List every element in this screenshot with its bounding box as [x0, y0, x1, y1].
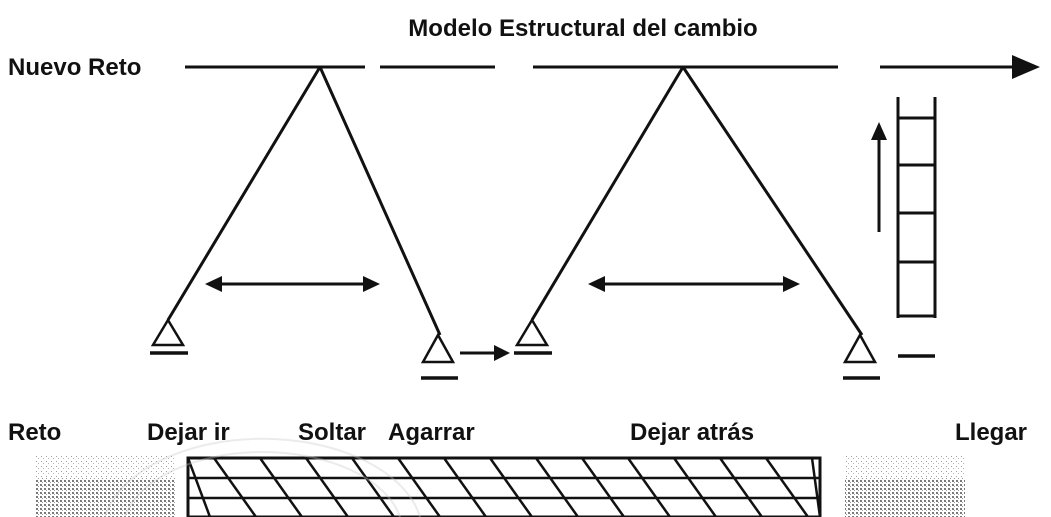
bridge-hatch-line	[258, 457, 304, 517]
bridge-hatch-line	[810, 457, 822, 517]
bridge-hatch-line	[580, 457, 626, 517]
upward-arrow	[871, 122, 887, 232]
support-2	[420, 332, 458, 380]
start-ground	[35, 478, 175, 517]
first-double-arrow	[205, 276, 380, 292]
end-ground	[845, 478, 965, 517]
end-ground-light	[845, 455, 965, 478]
bridge-hatch-line	[718, 457, 764, 517]
bridge	[186, 456, 822, 517]
watermark-seal	[104, 437, 421, 517]
stage-label-dejar-atras: Dejar atrás	[630, 419, 754, 446]
bridge-hatch-line	[350, 457, 396, 517]
bridge-hatch-line	[442, 457, 488, 517]
stage-label-agarrar: Agarrar	[388, 419, 475, 446]
ladder	[896, 97, 937, 358]
support-3	[514, 317, 552, 355]
stage-label-llegar: Llegar	[955, 419, 1027, 446]
second-double-arrow	[588, 276, 800, 292]
bridge-hatch-line	[186, 457, 212, 517]
bridge-hatch-line	[672, 457, 718, 517]
top-right-arrowhead	[1012, 55, 1040, 79]
bridge-hatch-line	[396, 457, 442, 517]
new-challenge-label: Nuevo Reto	[8, 54, 141, 81]
bridge-hatch-line	[304, 457, 350, 517]
bridge-hatch-line	[212, 457, 258, 517]
bridge-hatching	[186, 457, 822, 517]
bridge-hatch-line	[488, 457, 534, 517]
diagram-title: Modelo Estructural del cambio	[408, 15, 757, 42]
bridge-hatch-line	[764, 457, 810, 517]
bridge-hatch-line	[534, 457, 580, 517]
first-a-frame	[166, 66, 442, 336]
transition-arrow	[460, 345, 510, 361]
stage-label-soltar: Soltar	[298, 419, 366, 446]
stage-label-dejar-ir: Dejar ir	[147, 419, 230, 446]
second-a-frame	[530, 66, 864, 336]
bridge-hatch-line	[626, 457, 672, 517]
stage-label-reto: Reto	[8, 419, 61, 446]
support-4	[842, 332, 880, 380]
start-ground-light	[35, 455, 175, 478]
support-1	[150, 317, 188, 355]
